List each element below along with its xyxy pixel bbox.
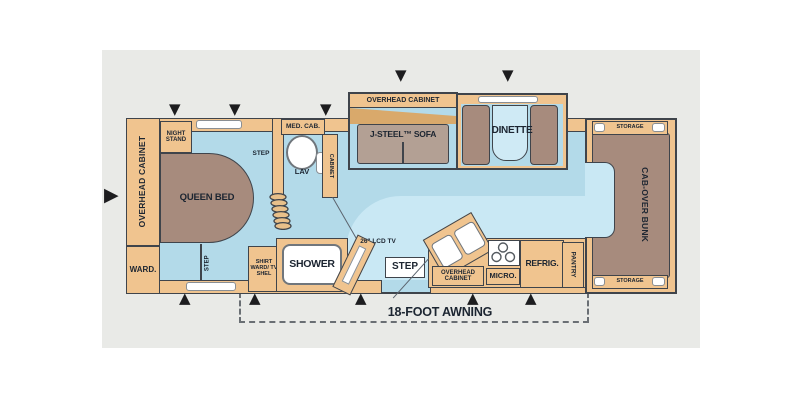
storage-bottom-window-right <box>652 277 665 286</box>
storage-top-window-left <box>594 123 605 132</box>
slideout-up-icon: ▲ <box>249 289 261 307</box>
bunk-label: CAB-OVER BUNK <box>639 167 650 243</box>
slideout-up-icon: ▲ <box>179 289 191 307</box>
bed-foot-step: STEP <box>204 255 211 271</box>
slideout-down-icon: ▼ <box>320 100 332 118</box>
stove-burners <box>491 242 516 263</box>
awning-dash-bottom <box>239 321 589 323</box>
bedroom-overhead-cabinet: OVERHEAD CABINET <box>126 118 160 246</box>
lav-sink <box>286 135 318 170</box>
refrigerator: REFRIG. <box>520 240 564 288</box>
window-bottom <box>186 282 236 291</box>
bunk-aisle-notch <box>585 162 615 238</box>
stove <box>488 240 520 266</box>
awning-dash-left <box>239 292 241 323</box>
entry-step: STEP <box>385 257 425 278</box>
sofa-slideout: OVERHEAD CABINET J-STEEL™ SOFA <box>348 92 458 170</box>
shower: SHOWER <box>282 244 342 285</box>
bed-step-label: STEP <box>252 150 270 158</box>
awning-dash-right <box>587 292 589 323</box>
med-cab: MED. CAB. <box>281 119 325 135</box>
storage-top: STORAGE <box>592 121 668 135</box>
storage-bottom: STORAGE <box>592 275 668 289</box>
awning-label: 18-FOOT AWNING <box>387 304 493 319</box>
accordion-door-coil <box>269 192 292 230</box>
pantry: PANTRY <box>562 242 584 288</box>
sofa-overhead-cabinet: OVERHEAD CABINET <box>350 94 456 108</box>
queen-bed: QUEEN BED <box>160 153 254 243</box>
slideout-up-icon: ▲ <box>525 289 537 307</box>
sofa-cushion-divider <box>402 142 404 164</box>
storage-bottom-window-left <box>594 277 605 286</box>
slideout-up-icon: ▲ <box>355 289 367 307</box>
storage-top-window-right <box>652 123 665 132</box>
bath-cabinet: CABINET <box>322 134 338 198</box>
dinette-table <box>492 105 528 161</box>
kitchen-overhead-cabinet: OVERHEAD CABINET <box>432 266 484 286</box>
wardrobe: WARD. <box>126 246 160 294</box>
dinette-window <box>478 96 538 103</box>
slideout-down-icon: ▼ <box>395 66 407 84</box>
slideout-down-icon: ▼ <box>169 100 181 118</box>
slideout-down-icon: ▼ <box>502 66 514 84</box>
microwave: MICRO. <box>486 268 520 285</box>
dinette-slideout: DINETTE <box>456 93 568 170</box>
window-top <box>196 120 242 129</box>
slideout-down-icon: ▼ <box>229 100 241 118</box>
bed-foot-divider <box>200 244 202 280</box>
slideout-up-icon: ▲ <box>467 289 479 307</box>
sofa-cabinet-face <box>350 108 456 124</box>
front-arrow-icon: ▶ <box>104 184 119 206</box>
dinette-bench-left <box>462 105 490 165</box>
dinette-bench-right <box>530 105 558 165</box>
dinette-label: DINETTE <box>491 124 533 136</box>
tv-label: 26" LCD TV <box>360 238 396 246</box>
lav-label: LAV <box>294 167 310 177</box>
night-stand: NIGHT STAND <box>160 121 192 153</box>
